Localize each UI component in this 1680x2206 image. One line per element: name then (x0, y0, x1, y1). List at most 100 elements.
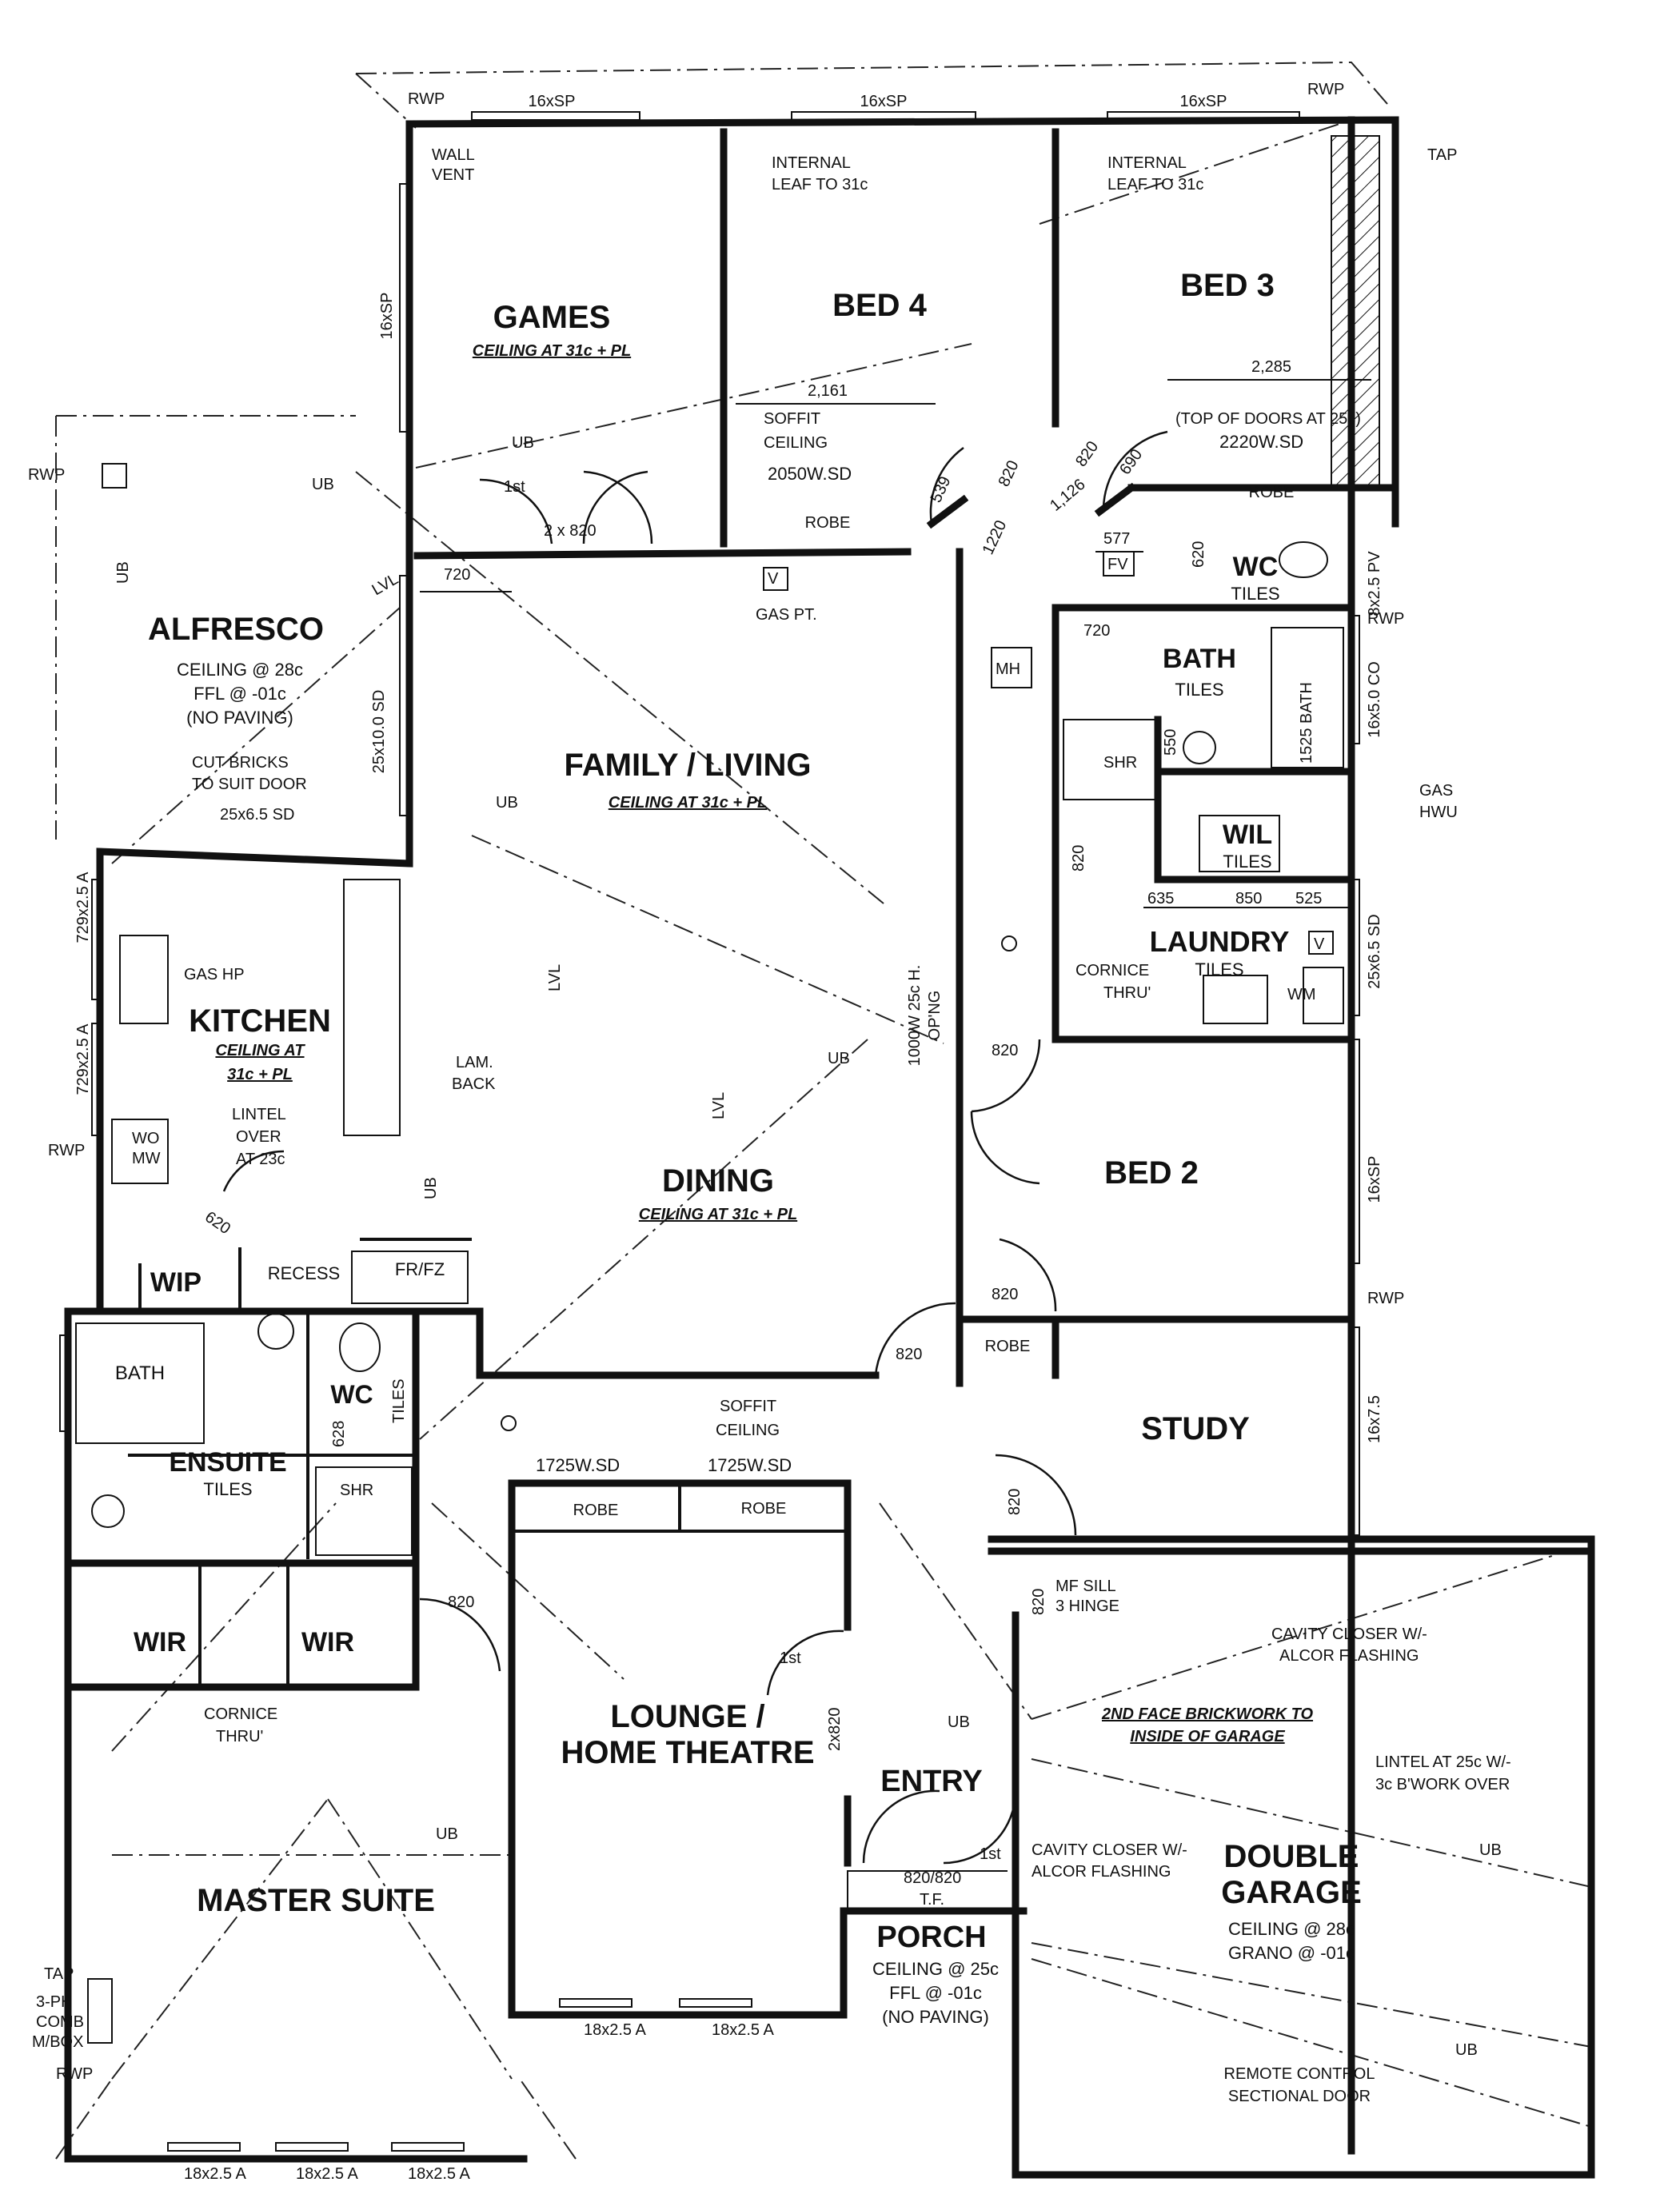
wc-tiles: TILES (1231, 584, 1279, 604)
room-frfz: FR/FZ (395, 1259, 445, 1279)
dim-620: 620 (1190, 541, 1207, 568)
wo-mw-2: MW (132, 1150, 161, 1167)
lvl-family: LVL (546, 964, 564, 991)
lintel-3: AT 23c (236, 1151, 285, 1168)
wil-tiles: TILES (1223, 852, 1271, 872)
room-bed4: BED 4 (832, 288, 928, 323)
alfresco-ffl: FFL @ -01c (194, 684, 286, 704)
ensuite-tiles: TILES (203, 1479, 252, 1499)
dim-620-kitchen: 620 (202, 1208, 233, 1238)
face-brick-2: INSIDE OF GARAGE (1130, 1728, 1285, 1745)
room-games: GAMES (493, 300, 611, 335)
bed3-robe: ROBE (1249, 484, 1295, 501)
dim-850: 850 (1235, 890, 1262, 908)
fixtures (75, 135, 1380, 2044)
room-lounge-2: HOME THEATRE (561, 1735, 814, 1770)
lintel-garage-1: LINTEL AT 25c W/- (1375, 1753, 1511, 1771)
bed3-top-doors: (TOP OF DOORS AT 25c) (1175, 410, 1361, 428)
bed4-wardrobe-width: 2050W.SD (768, 464, 852, 484)
a-18-lounge-2: 18x2.5 A (712, 2021, 775, 2039)
lam-back-1: LAM. (456, 1054, 493, 1071)
porch-ceiling: CEILING @ 25c (872, 1959, 999, 1979)
cut-bricks-2: TO SUIT DOOR (192, 776, 307, 793)
ub-garage-2: UB (1455, 2041, 1478, 2059)
comb-box-3: M/BOX (32, 2033, 83, 2051)
a-18-lounge-1: 18x2.5 A (584, 2021, 647, 2039)
ub-master: UB (436, 1825, 458, 1843)
fv-label: FV (1107, 556, 1128, 573)
ceiling-family-living: CEILING AT 31c + PL (609, 794, 767, 812)
alfresco-paving: (NO PAVING) (186, 708, 293, 728)
room-garage-2: GARAGE (1221, 1875, 1362, 1910)
sp-window-1: 16xSP (529, 93, 576, 110)
room-porch: PORCH (876, 1921, 986, 1954)
gas-point: GAS PT. (756, 606, 817, 624)
lintel-garage-2: 3c B'WORK OVER (1375, 1776, 1510, 1793)
tap-master: TAP (44, 1965, 74, 1983)
dim-690: 690 (1116, 446, 1146, 478)
lounge-robe-2: ROBE (741, 1500, 787, 1518)
laundry-v: V (1314, 935, 1325, 953)
sp-window-3: 16xSP (1180, 93, 1227, 110)
ub-kitchen-side: UB (422, 1177, 440, 1199)
dim-577: 577 (1103, 530, 1130, 548)
dim-628: 628 (330, 1421, 348, 1447)
room-wir-2: WIR (301, 1627, 354, 1657)
a-729-1: 729x2.5 A (74, 872, 92, 943)
a-729-2: 729x2.5 A (74, 1023, 92, 1095)
robe-width-2: 1725W.SD (708, 1455, 792, 1475)
room-bed3: BED 3 (1180, 268, 1275, 303)
a-18-master-1: 18x2.5 A (184, 2165, 247, 2183)
rwp-kitchen: RWP (48, 1142, 85, 1159)
remote-door-1: REMOTE CONTROL (1224, 2065, 1375, 2083)
mf-sill-1: MF SILL (1055, 1578, 1116, 1595)
wall-vent-2: VENT (432, 166, 474, 184)
dim-525: 525 (1295, 890, 1322, 908)
room-dining: DINING (662, 1163, 774, 1199)
gas-hwu-2: HWU (1419, 804, 1458, 821)
internal-leaf-bed3-1: INTERNAL (1107, 154, 1187, 172)
room-master-suite: MASTER SUITE (197, 1883, 435, 1918)
first-games: 1st (504, 478, 525, 496)
soffit-bed4-1: SOFFIT (764, 410, 820, 428)
rwp-alfresco: RWP (28, 466, 65, 484)
room-garage-1: DOUBLE (1224, 1839, 1359, 1874)
rwp-top-right: RWP (1307, 81, 1344, 98)
dim-550: 550 (1162, 729, 1179, 756)
garage-floor: GRANO @ -01c (1228, 1943, 1355, 1963)
first-entry: 1st (980, 1845, 1001, 1863)
dim-820-bed4: 820 (996, 458, 1023, 490)
sp-window-2: 16xSP (860, 93, 908, 110)
sd-25-10: 25x10.0 SD (370, 690, 388, 774)
garage-ceiling: CEILING @ 28c (1228, 1919, 1355, 1939)
co-16-5: 16x5.0 CO (1366, 661, 1383, 738)
ub-garage-1: UB (1479, 1841, 1502, 1859)
room-wc: WC (1233, 552, 1279, 582)
gas-point-v: V (768, 570, 779, 588)
comb-box-1: 3-PH (36, 1993, 73, 2011)
face-brick-1: 2ND FACE BRICKWORK TO (1101, 1705, 1314, 1723)
room-kitchen: KITCHEN (189, 1003, 331, 1039)
dim-820-garage: 820 (1030, 1589, 1048, 1615)
sd-25-6-5: 25x6.5 SD (1366, 914, 1383, 988)
opening-2: OP'NG (926, 991, 944, 1041)
soffit-bed4-2: CEILING (764, 434, 828, 452)
room-laundry: LAUNDRY (1150, 925, 1290, 958)
cornice-wir-1: CORNICE (204, 1705, 277, 1723)
dim-820-bed2-robe: 820 (992, 1286, 1018, 1303)
lintel-1: LINTEL (232, 1106, 286, 1123)
doors (222, 430, 1168, 1865)
dim-820-dining: 820 (896, 1346, 922, 1363)
comb-box-2: COMB (36, 2013, 84, 2031)
first-lounge: 1st (780, 1650, 801, 1667)
pv-8-2-5: 8x2.5 PV (1366, 551, 1383, 616)
cornice-wir-2: THRU' (216, 1728, 263, 1745)
soffit-lounge-2: CEILING (716, 1422, 780, 1439)
room-study: STUDY (1141, 1411, 1250, 1446)
dim-820-wil: 820 (1070, 845, 1087, 872)
dim-1220: 1220 (980, 517, 1011, 557)
bed2-robe: ROBE (985, 1338, 1031, 1355)
lvl-alfresco: LVL (369, 570, 402, 599)
remote-door-2: SECTIONAL DOOR (1228, 2088, 1371, 2105)
